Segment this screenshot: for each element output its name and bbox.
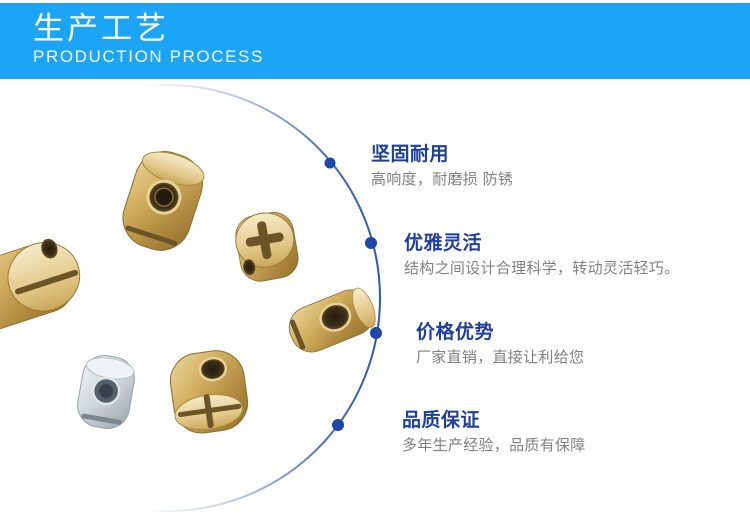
feature-item-quality: 品质保证 多年生产经验，品质有保障 [402, 410, 586, 455]
feature-title: 坚固耐用 [371, 144, 450, 165]
feature-title: 优雅灵活 [404, 233, 483, 254]
product-photo-cam-nut-cross [235, 212, 299, 282]
feature-title: 价格优势 [416, 322, 495, 343]
feature-title: 品质保证 [402, 410, 481, 431]
section-header: 生产工艺 PRODUCTION PROCESS [0, 3, 750, 79]
feature-dot-2 [365, 237, 377, 249]
feature-dot-4 [332, 419, 344, 431]
guide-arc [0, 84, 381, 512]
section-title: 生产工艺 [33, 11, 169, 46]
product-photo-barrel-nut-standing [122, 151, 205, 251]
feature-item-durable: 坚固耐用 高响度，耐磨损 防锈 [371, 144, 513, 189]
feature-desc: 高响度，耐磨损 防锈 [371, 171, 514, 188]
product-photo-barrel-nut-hole [288, 287, 376, 353]
feature-dot-3 [370, 327, 382, 339]
feature-desc: 厂家直销，直接让利给您 [416, 349, 585, 366]
feature-item-price: 价格优势 厂家直销，直接让利给您 [416, 322, 584, 367]
feature-dot-1 [324, 157, 336, 169]
feature-item-flexible: 优雅灵活 结构之间设计合理科学，转动灵活轻巧。 [404, 233, 679, 278]
section-subtitle: PRODUCTION PROCESS [33, 47, 264, 66]
product-photo-barrel-nut-left [0, 238, 81, 332]
feature-desc: 结构之间设计合理科学，转动灵活轻巧。 [404, 260, 680, 277]
product-photo-barrel-nut-bottom [169, 350, 249, 434]
product-photo-barrel-nut-zinc [77, 355, 135, 429]
feature-desc: 多年生产经验，品质有保障 [402, 437, 586, 454]
